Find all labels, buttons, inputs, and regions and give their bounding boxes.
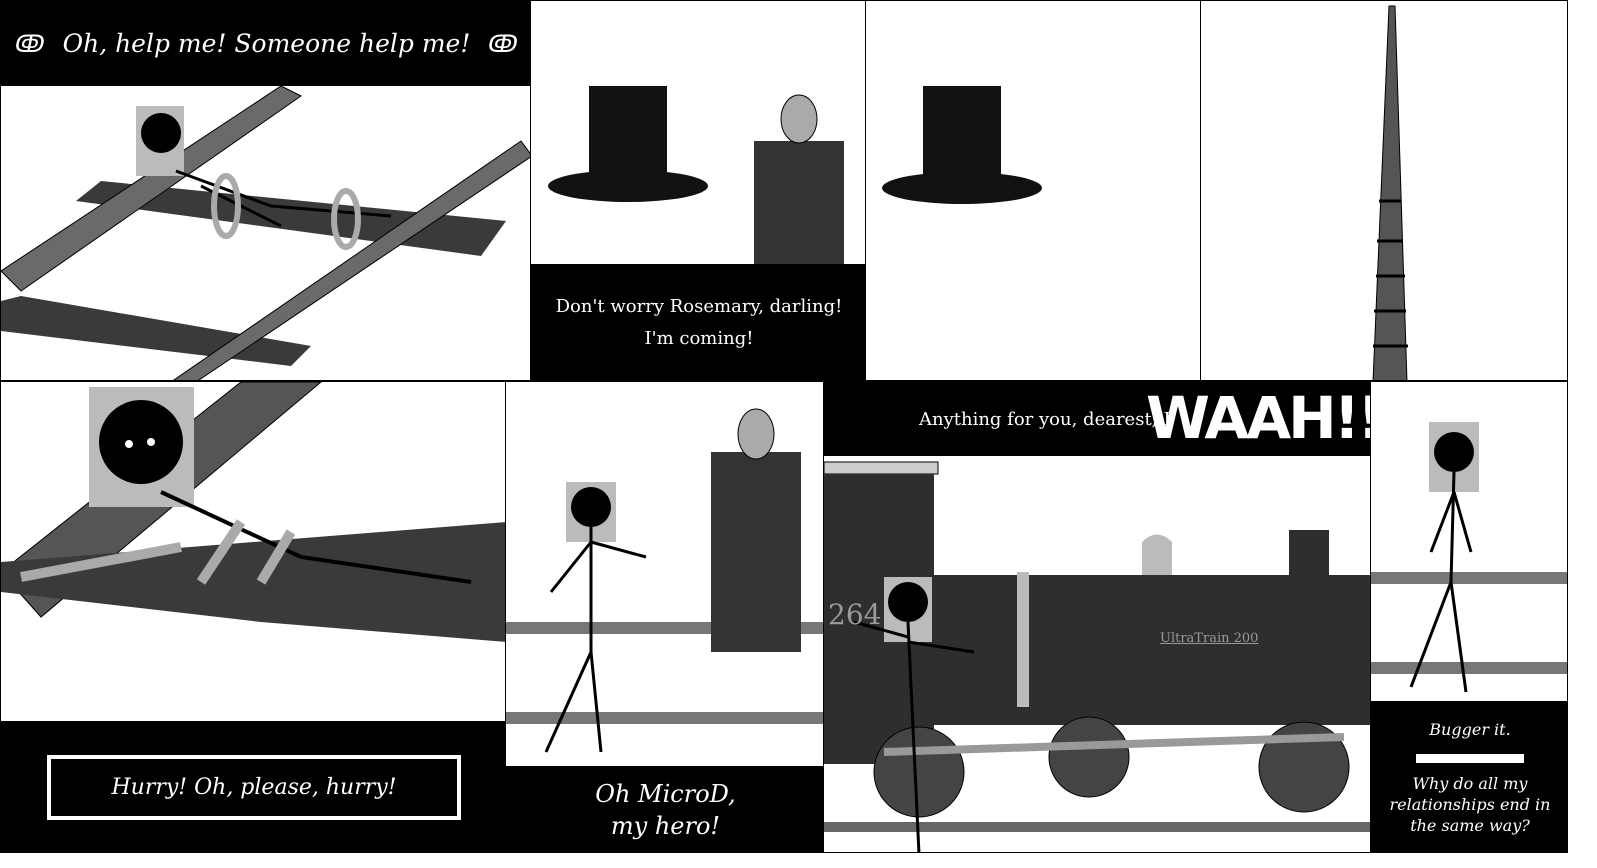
divider	[1416, 754, 1524, 763]
sound-effect: WAAH!!	[1146, 384, 1371, 452]
caption-box: Bugger it. Why do all my relationships e…	[1371, 701, 1567, 852]
head	[99, 400, 183, 484]
train-name: UltraTrain 200	[1160, 631, 1259, 646]
panel-3	[865, 0, 1201, 381]
caption-text: Hurry! Oh, please, hurry!	[47, 755, 461, 820]
caption-box: Don't worry Rosemary, darling! I'm comin…	[531, 264, 865, 380]
man-head	[780, 94, 818, 144]
abandoned-top-hat	[882, 86, 1042, 204]
panel-8: Bugger it. Why do all my relationships e…	[1370, 381, 1568, 853]
caption-text: Anything for you, dearest; I	[919, 408, 1171, 430]
scroll-ornament-icon: ↂ	[15, 29, 45, 58]
train-number: 264	[828, 598, 882, 631]
top-hat	[923, 86, 1001, 181]
man-coat	[711, 452, 801, 652]
caption-box: Hurry! Oh, please, hurry!	[1, 721, 505, 852]
caption-line-2: my hero!	[610, 812, 721, 840]
panel-2: Don't worry Rosemary, darling! I'm comin…	[530, 0, 866, 381]
rail	[173, 140, 530, 380]
panel-4	[1200, 0, 1568, 381]
top-hat	[589, 86, 667, 181]
top-hat-and-man	[548, 86, 844, 266]
railway-scene	[1, 85, 530, 380]
panel-1: ↂ Oh, help me! Someone help me! ↂ	[0, 0, 531, 381]
scroll-ornament-icon: ↂ	[488, 29, 518, 58]
caption-line-1: Bugger it.	[1429, 720, 1511, 739]
railway-perspective	[1372, 5, 1408, 380]
head	[141, 113, 181, 153]
man-coat	[754, 141, 844, 266]
caption-box: Oh MicroD, my hero!	[506, 766, 823, 852]
panel-5: Hurry! Oh, please, hurry!	[0, 381, 506, 853]
caption-line-1: Oh MicroD,	[595, 780, 736, 808]
caption-line-2: Why do all my relationships end in the s…	[1389, 774, 1551, 835]
caption-box: Anything for you, dearest; I WAAH!!	[824, 382, 1371, 456]
girl-on-tracks	[1371, 422, 1567, 693]
train	[824, 461, 1370, 852]
panel-6: Oh MicroD, my hero!	[505, 381, 824, 853]
panel-7: Anything for you, dearest; I WAAH!! 264 …	[823, 381, 1371, 853]
closeup-tied-scene	[1, 382, 505, 642]
caption-line-2: I'm coming!	[644, 328, 754, 349]
caption-line-1: Don't worry Rosemary, darling!	[555, 296, 843, 317]
caption-text: Oh, help me! Someone help me!	[62, 29, 471, 58]
rescue-scene	[506, 408, 823, 753]
rail	[1, 85, 302, 292]
caption-box: ↂ Oh, help me! Someone help me! ↂ	[1, 1, 530, 86]
